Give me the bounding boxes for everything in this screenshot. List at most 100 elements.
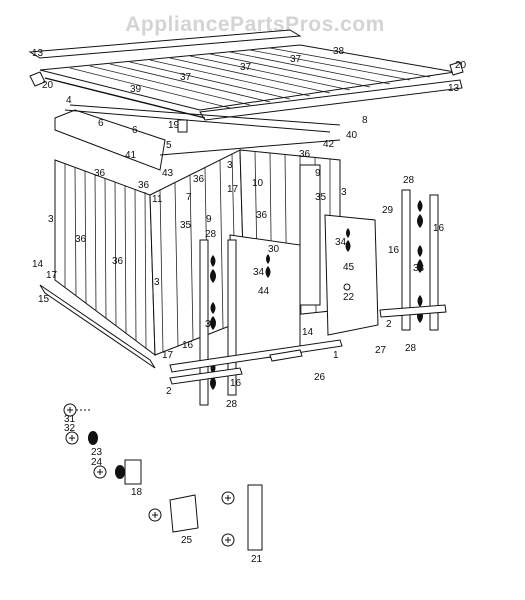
corner-bracket-20-right	[449, 61, 464, 76]
floor-rail-2-right	[379, 304, 447, 318]
callout-40: 40	[346, 130, 358, 141]
callout-27: 27	[375, 345, 387, 356]
callout-34: 34	[335, 237, 347, 248]
screw-25	[148, 508, 162, 522]
callout-16: 16	[230, 378, 242, 389]
callout-31: 31	[64, 414, 76, 425]
door-track-16-mid	[227, 239, 237, 396]
roof-edge-39	[44, 77, 206, 119]
frame-rail-40	[159, 139, 341, 156]
callout-5: 5	[166, 140, 172, 151]
hinge-right-2	[417, 245, 423, 273]
top-frame	[54, 104, 341, 171]
callout-17: 17	[227, 184, 239, 195]
doors	[199, 189, 439, 406]
callout-28: 28	[205, 229, 217, 240]
callout-37: 37	[180, 72, 192, 83]
callout-10: 10	[252, 178, 264, 189]
door-track-16-left	[199, 239, 209, 406]
callout-36: 36	[138, 180, 150, 191]
callout-18: 18	[131, 487, 143, 498]
floor-rail-2	[169, 367, 243, 385]
callout-28: 28	[226, 399, 238, 410]
plate-18	[124, 459, 142, 485]
callout-29: 29	[382, 205, 394, 216]
floor-rails	[39, 284, 447, 385]
callout-19: 19	[168, 120, 180, 131]
callout-24: 24	[91, 457, 103, 468]
hinge-33-a	[210, 255, 216, 283]
callout-6: 6	[132, 125, 138, 136]
screw-21-b	[221, 533, 235, 547]
callout-2: 2	[166, 386, 172, 397]
callout-3: 3	[227, 160, 233, 171]
callout-36: 36	[256, 210, 268, 221]
callout-44: 44	[258, 286, 270, 297]
hinge-right-1	[417, 200, 423, 228]
callout-20: 20	[42, 80, 54, 91]
door-44	[229, 234, 301, 361]
callout-30: 30	[268, 244, 280, 255]
wall-panels	[54, 149, 341, 357]
washer-24	[115, 465, 125, 479]
knob-22	[343, 283, 351, 291]
callout-33: 33	[413, 263, 425, 274]
callout-14: 14	[32, 259, 44, 270]
callout-2: 2	[386, 319, 392, 330]
callout-36: 36	[193, 174, 205, 185]
callout-21: 21	[251, 554, 263, 565]
callout-3: 3	[48, 214, 54, 225]
callout-35: 35	[315, 192, 327, 203]
callout-3: 3	[341, 187, 347, 198]
callout-17: 17	[162, 350, 174, 361]
callout-22: 22	[343, 292, 355, 303]
screw-32	[65, 431, 79, 445]
callout-36: 36	[112, 256, 124, 267]
callout-3: 3	[154, 277, 160, 288]
callout-28: 28	[403, 175, 415, 186]
callout-16: 16	[388, 245, 400, 256]
callout-20: 20	[455, 60, 467, 71]
floor-rail-15	[39, 284, 156, 369]
washer-23	[88, 431, 98, 445]
callout-42: 42	[323, 139, 335, 150]
screw-21-a	[221, 491, 235, 505]
roof-ribs	[69, 47, 431, 109]
callout-37: 37	[240, 62, 252, 73]
floor-rail-14	[269, 349, 303, 362]
roof-panel	[39, 44, 456, 111]
roof-rail-13-back	[28, 29, 302, 59]
callout-1: 1	[333, 350, 339, 361]
callout-37: 37	[290, 54, 302, 65]
door-track-16-right	[401, 189, 411, 331]
callout-36: 36	[299, 149, 311, 160]
callout-6: 6	[98, 118, 104, 129]
callout-33: 33	[205, 319, 217, 330]
right-wall-post-35	[299, 164, 321, 306]
hinge-34-a	[265, 254, 271, 278]
callout-13: 13	[32, 48, 44, 59]
callout-28: 28	[405, 343, 417, 354]
corner-bracket-20-left	[29, 71, 46, 87]
callout-7: 7	[186, 192, 192, 203]
hinge-33-b	[210, 302, 216, 330]
gable-trim-41	[54, 109, 166, 171]
door-45	[324, 214, 379, 336]
screw-24	[93, 465, 107, 479]
plate-25	[169, 494, 199, 533]
bracket-21	[247, 484, 263, 551]
callout-39: 39	[130, 84, 142, 95]
callout-38: 38	[333, 46, 345, 57]
callout-34: 34	[253, 267, 265, 278]
callout-36: 36	[94, 168, 106, 179]
callout-4: 4	[66, 95, 72, 106]
callout-11: 11	[152, 194, 163, 205]
callout-16: 16	[433, 223, 445, 234]
callout-36: 36	[75, 234, 87, 245]
callout-41: 41	[125, 150, 137, 161]
callout-23: 23	[91, 447, 103, 458]
hinge-34-b	[345, 228, 351, 252]
callout-14: 14	[302, 327, 314, 338]
door-track-16-far	[429, 194, 439, 331]
